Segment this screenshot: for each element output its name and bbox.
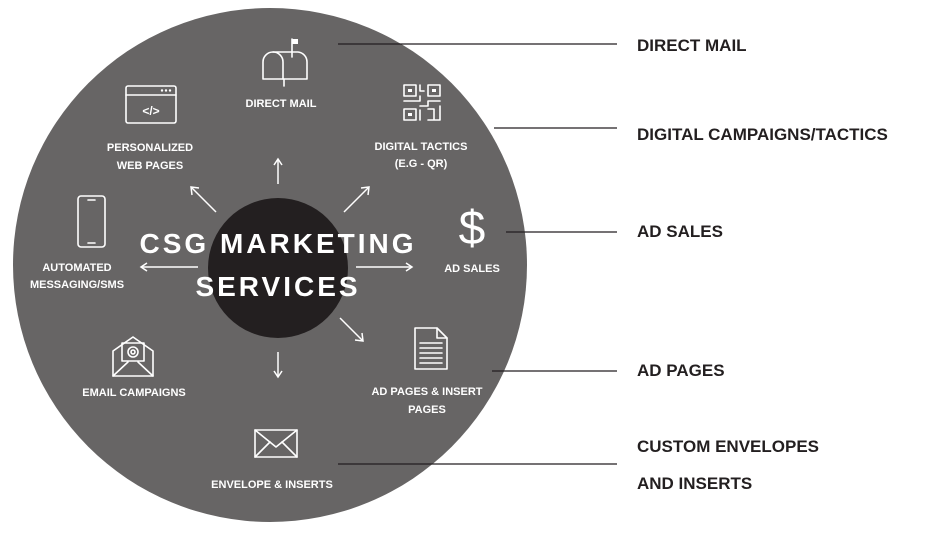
arrow-right: [356, 262, 414, 272]
qr-code-icon: [403, 84, 441, 121]
arrow-down: [273, 352, 283, 379]
label-sms-2: MESSAGING/SMS: [30, 279, 124, 291]
center-title-line1: CSG MARKETING: [140, 228, 417, 259]
dollar-icon: $: [459, 202, 486, 255]
label-ad-sales: AD SALES: [444, 263, 500, 275]
label-direct-mail: DIRECT MAIL: [246, 98, 317, 110]
center-title-line2: SERVICES: [195, 271, 360, 302]
email-icon: [112, 336, 154, 377]
inner-circle: [208, 198, 348, 338]
label-digital-tactics-2: (E.G - QR): [395, 158, 448, 170]
label-web-pages-1: PERSONALIZED: [107, 142, 193, 154]
callout-ad-pages: AD PAGES: [637, 361, 725, 380]
callout-direct-mail: DIRECT MAIL: [637, 36, 747, 55]
arrow-left: [139, 262, 198, 272]
svg-text:$: $: [459, 202, 486, 255]
mailbox-icon: [262, 38, 308, 87]
arrow-up-right: [343, 186, 370, 213]
svg-text:</>: </>: [142, 104, 159, 118]
arrows: [139, 157, 414, 379]
label-ad-pages-2: PAGES: [408, 404, 446, 416]
arrow-up-left: [190, 186, 217, 213]
envelope-icon: [254, 429, 298, 458]
arrow-up: [273, 157, 283, 184]
callout-envelopes-2: AND INSERTS: [637, 474, 752, 493]
label-digital-tactics-1: DIGITAL TACTICS: [375, 141, 468, 153]
callout-envelopes-1: CUSTOM ENVELOPES: [637, 437, 819, 456]
document-icon: [414, 327, 448, 370]
callout-ad-sales: AD SALES: [637, 222, 723, 241]
label-email-campaigns: EMAIL CAMPAIGNS: [82, 387, 186, 399]
label-sms-1: AUTOMATED: [42, 262, 111, 274]
arrow-down-right: [339, 317, 364, 342]
label-envelope-inserts: ENVELOPE & INSERTS: [211, 479, 333, 491]
label-ad-pages-1: AD PAGES & INSERT: [371, 386, 482, 398]
leader-lines: [338, 43, 617, 465]
browser-code-icon: </>: [125, 85, 177, 124]
smartphone-icon: [77, 195, 106, 248]
callout-digital: DIGITAL CAMPAIGNS/TACTICS: [637, 125, 888, 144]
label-web-pages-2: WEB PAGES: [117, 160, 183, 172]
